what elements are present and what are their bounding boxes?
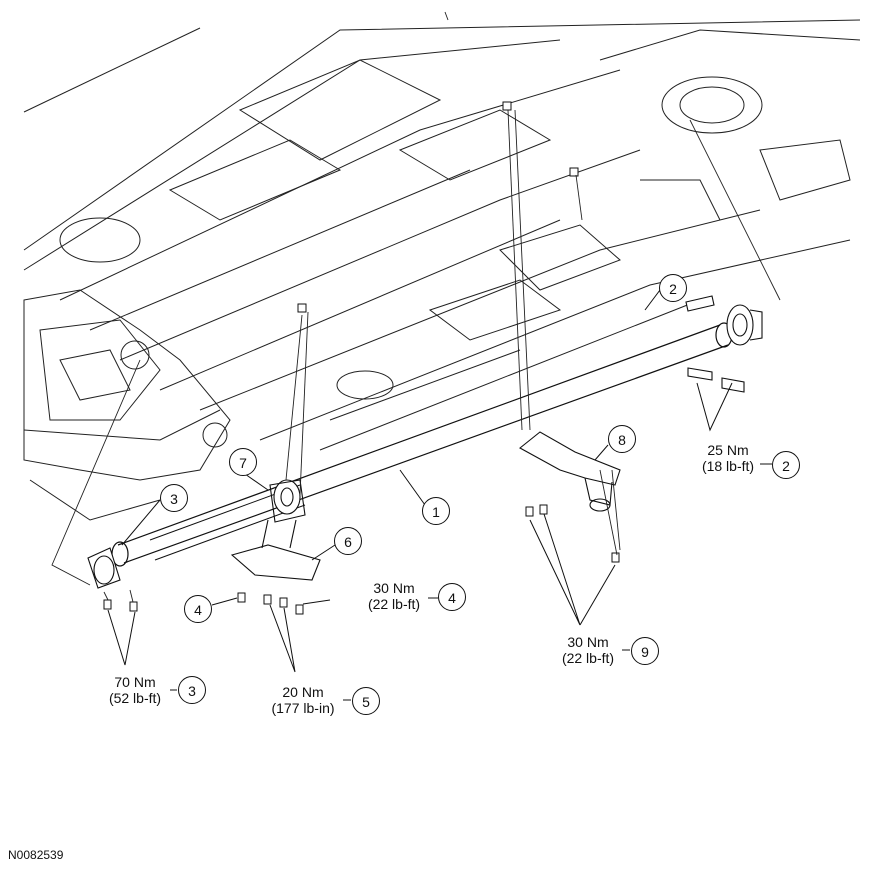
torque-9-label: 30 Nm (22 lb-ft) — [548, 634, 628, 666]
driveshaft — [111, 322, 733, 567]
callout-8-mount: 8 — [608, 425, 636, 453]
front-subframe — [23, 289, 231, 481]
torque-3-nm: 70 Nm — [114, 674, 156, 690]
torque-4-lbft: (22 lb-ft) — [367, 596, 421, 612]
torque-3-lbft: (52 lb-ft) — [108, 690, 162, 706]
floor-panel — [238, 59, 442, 161]
callout-5-torque: 5 — [352, 687, 380, 715]
callout-2-torque: 2 — [772, 451, 800, 479]
spare-wheel-well — [661, 76, 763, 134]
torque-2-lbft: (18 lb-ft) — [701, 458, 755, 474]
callout-2-flange: 2 — [659, 274, 687, 302]
torque-4-nm: 30 Nm — [373, 580, 415, 596]
callout-9-torque: 9 — [631, 637, 659, 665]
figure-id: N0082539 — [8, 848, 64, 862]
torque-3-label: 70 Nm (52 lb-ft) — [95, 674, 175, 706]
torque-9-nm: 30 Nm — [567, 634, 609, 650]
callout-6-bracket: 6 — [334, 527, 362, 555]
callout-7-bearing: 7 — [229, 448, 257, 476]
callout-3-torque: 3 — [178, 676, 206, 704]
torque-5-nm: 20 Nm — [282, 684, 324, 700]
callout-4-torque: 4 — [438, 583, 466, 611]
callout-3-flange: 3 — [160, 484, 188, 512]
torque-2-nm: 25 Nm — [707, 442, 749, 458]
callout-4-bolt: 4 — [184, 595, 212, 623]
rear-flange — [685, 295, 763, 393]
fasteners — [103, 101, 620, 615]
torque-2-label: 25 Nm (18 lb-ft) — [688, 442, 768, 474]
callout-1: 1 — [422, 497, 450, 525]
rear-mount-bracket — [519, 431, 621, 512]
torque-5-label: 20 Nm (177 lb-in) — [257, 684, 349, 716]
torque-9-lbft: (22 lb-ft) — [561, 650, 615, 666]
torque-5-lbin: (177 lb-in) — [271, 700, 335, 716]
center-bearing — [269, 479, 306, 523]
bearing-bracket — [230, 519, 321, 581]
underbody-outline — [23, 19, 861, 251]
torque-4-label: 30 Nm (22 lb-ft) — [352, 580, 436, 612]
